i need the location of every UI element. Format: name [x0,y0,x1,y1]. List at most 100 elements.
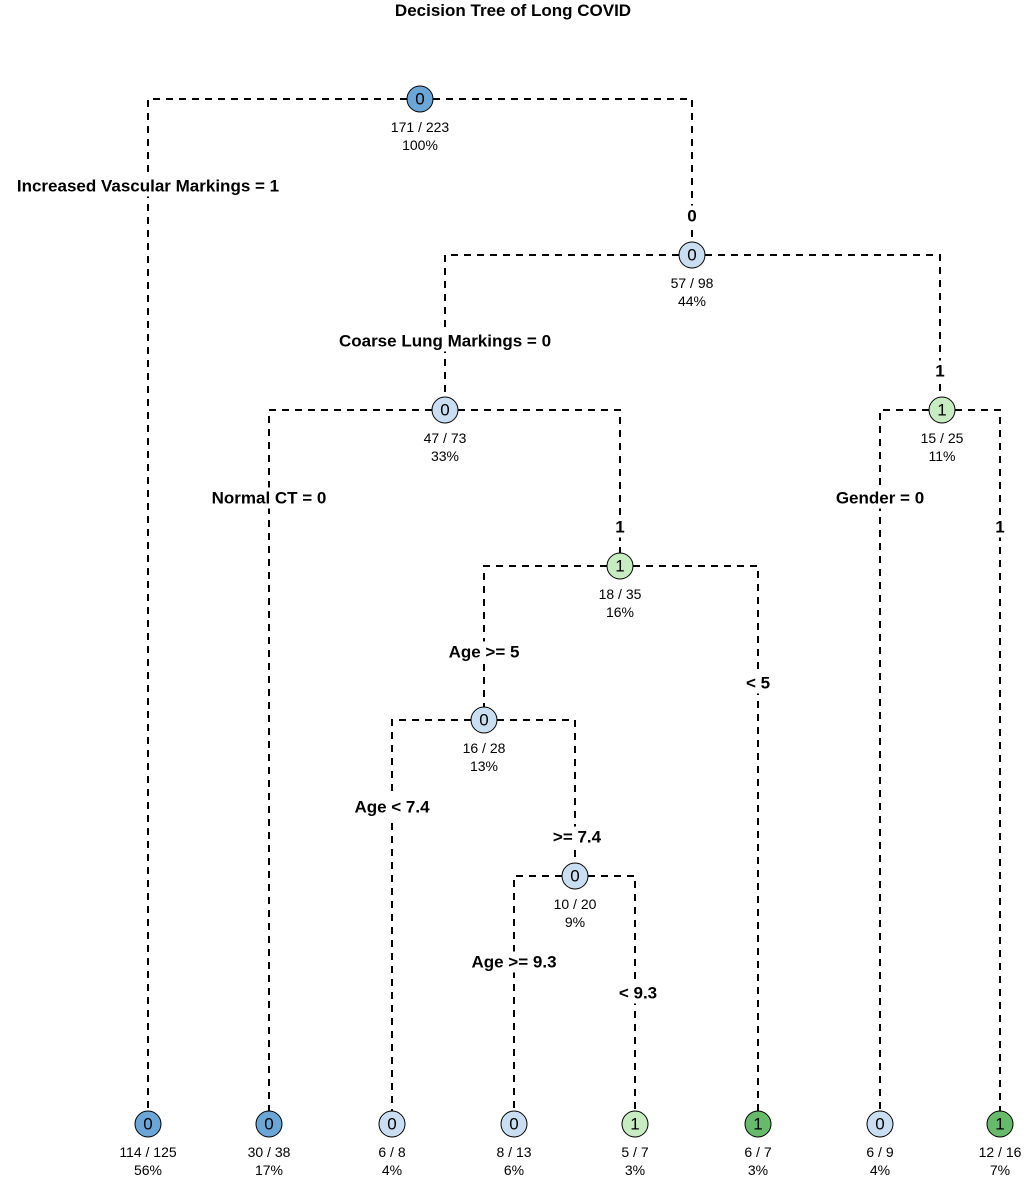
edge-n7-leaf5 [588,875,636,1111]
edge-root-n2 [433,98,693,242]
node-percent: 100% [402,137,438,153]
node-class-label: 1 [753,1114,762,1133]
split-label-background [833,487,927,509]
tree-node-leaf4: 08 / 136% [496,1110,532,1177]
tree-node-leaf8: 112 / 167% [979,1110,1022,1177]
split-label: 1 [615,517,624,536]
edge-n2-n4 [705,254,941,397]
node-percent: 44% [678,293,706,309]
node-class-label: 0 [264,1114,273,1133]
node-class-label: 0 [387,1114,396,1133]
split-label: >= 7.4 [553,827,602,846]
split-label-background [685,205,699,227]
split-label: Age >= 9.3 [471,952,556,971]
split-label-background [933,360,947,382]
node-percent: 33% [431,448,459,464]
node-class-label: 0 [509,1114,518,1133]
split-label-background [550,826,604,848]
edge-n2-n3 [444,254,679,397]
split-label-background [336,330,554,352]
edge-label-n3-leaf2: Normal CT = 0 [209,487,329,509]
node-count: 6 / 8 [378,1144,405,1160]
edge-label-n4-leaf7: Gender = 0 [833,487,927,509]
node-class-label: 0 [570,866,579,885]
edge-n3-leaf2 [268,409,432,1111]
split-label: 1 [995,517,1004,536]
node-percent: 9% [565,914,585,930]
diagram-title: Decision Tree of Long COVID [395,1,631,20]
node-circle [866,1110,894,1138]
split-label: < 5 [746,673,770,692]
node-count: 114 / 125 [119,1144,177,1160]
node-count: 6 / 9 [866,1144,893,1160]
edge-n7-leaf4 [513,875,562,1111]
edge-label-n6-leaf3: Age < 7.4 [352,796,433,818]
node-percent: 7% [990,1162,1010,1177]
split-label: Age < 7.4 [354,797,430,816]
tree-node-leaf3: 06 / 84% [378,1110,406,1177]
edge-n4-leaf8 [955,409,1001,1111]
split-label-background [14,175,282,197]
node-circle [134,1110,162,1138]
edge-n6-leaf3 [391,719,471,1111]
split-label: Coarse Lung Markings = 0 [339,331,551,350]
node-circle [986,1110,1014,1138]
split-label: Normal CT = 0 [212,488,327,507]
tree-node-leaf7: 06 / 94% [866,1110,894,1177]
node-percent: 6% [504,1162,524,1177]
node-circle [431,396,459,424]
edge-label-n4-leaf8: 1 [993,516,1007,538]
split-label-background [469,951,559,973]
node-circle [744,1110,772,1138]
edge-root-leaf1 [147,98,407,1111]
edge-label-n3-n5: 1 [613,516,627,538]
node-count: 47 / 73 [424,430,467,446]
edge-label-n7-leaf4: Age >= 9.3 [469,951,559,973]
tree-node-leaf5: 15 / 73% [621,1110,649,1177]
node-circle [678,241,706,269]
node-circle [500,1110,528,1138]
split-label-background [993,516,1007,538]
split-label-background [352,796,433,818]
node-percent: 4% [870,1162,890,1177]
node-class-label: 1 [937,400,946,419]
node-class-label: 0 [479,710,488,729]
node-circle [606,552,634,580]
edge-n4-leaf7 [879,409,929,1111]
edge-n5-n6 [483,565,607,707]
node-percent: 3% [748,1162,768,1177]
split-label-background [209,487,329,509]
split-label: 0 [687,206,696,225]
node-count: 15 / 25 [921,430,964,446]
node-circle [406,85,434,113]
edge-n3-n5 [458,409,621,553]
split-label: Increased Vascular Markings = 1 [17,176,279,195]
node-count: 12 / 16 [979,1144,1022,1160]
node-percent: 16% [606,604,634,620]
split-label-background [613,516,627,538]
edge-n5-leaf6 [633,565,759,1111]
node-percent: 11% [929,448,956,464]
tree-node-n7: 010 / 209% [554,862,597,930]
edge-label-n2-n4: 1 [933,360,947,382]
node-class-label: 0 [143,1114,152,1133]
edge-label-n2-n3: Coarse Lung Markings = 0 [336,330,554,352]
split-label: Gender = 0 [836,488,924,507]
edge-n6-n7 [497,719,576,863]
node-count: 57 / 98 [671,275,714,291]
node-circle [470,706,498,734]
split-label-background [743,672,773,694]
edge-label-n5-n6: Age >= 5 [446,641,522,663]
split-label-background [446,641,522,663]
node-count: 16 / 28 [463,740,506,756]
tree-node-n4: 1 15 / 25 11% [921,396,964,464]
tree-node-leaf1: 0 114 / 125 56% [119,1110,177,1177]
node-percent: 56% [134,1162,162,1177]
